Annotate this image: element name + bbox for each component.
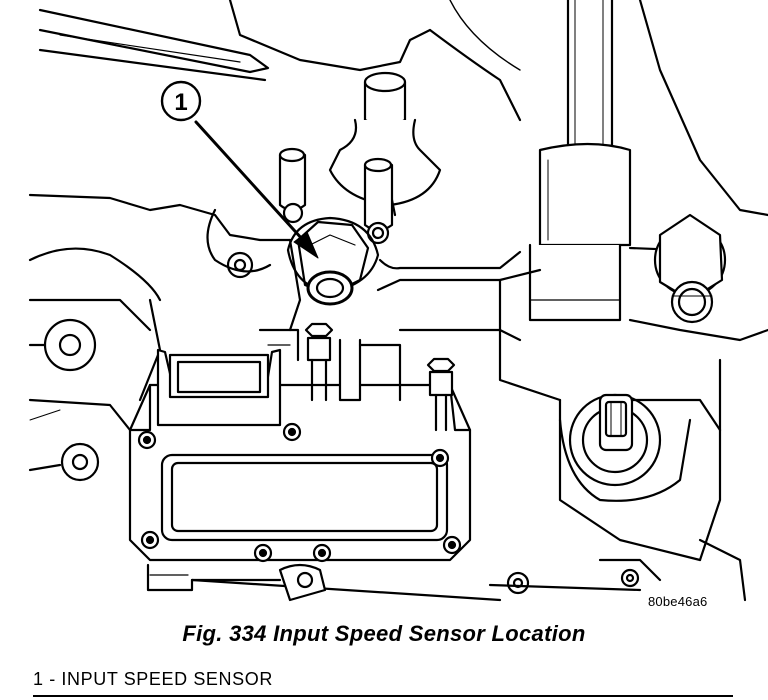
right-connector [558, 393, 692, 502]
left-housing [28, 193, 292, 482]
vertical-shaft [528, 0, 632, 322]
module-connector [156, 328, 300, 427]
stud-sensors [278, 147, 394, 245]
module-bolts [304, 322, 456, 432]
transmission-line-drawing: 1 [28, 0, 768, 602]
technical-illustration: 1 [28, 0, 768, 602]
legend-underline [33, 695, 733, 697]
figure-caption: Fig. 334 Input Speed Sensor Location [182, 621, 586, 646]
upper-left-housing-lines [38, 0, 522, 122]
input-speed-sensor [286, 216, 380, 306]
legend-item-separator: - [43, 669, 62, 689]
legend-item-label: INPUT SPEED SENSOR [61, 669, 273, 689]
right-housing [628, 0, 768, 342]
callout-1: 1 [160, 80, 319, 259]
callout-number: 1 [174, 89, 187, 116]
callout-circle [160, 80, 202, 122]
legend-item: 1 - INPUT SPEED SENSOR [33, 669, 273, 690]
image-reference-code: 80be46a6 [648, 594, 708, 609]
callout-arrowhead [293, 231, 319, 259]
callout-arrow-line [194, 120, 305, 242]
solenoid-module [128, 383, 472, 563]
legend-item-number: 1 [33, 669, 44, 689]
mounting-rail [146, 538, 747, 602]
mid-housing-lines [288, 238, 722, 562]
